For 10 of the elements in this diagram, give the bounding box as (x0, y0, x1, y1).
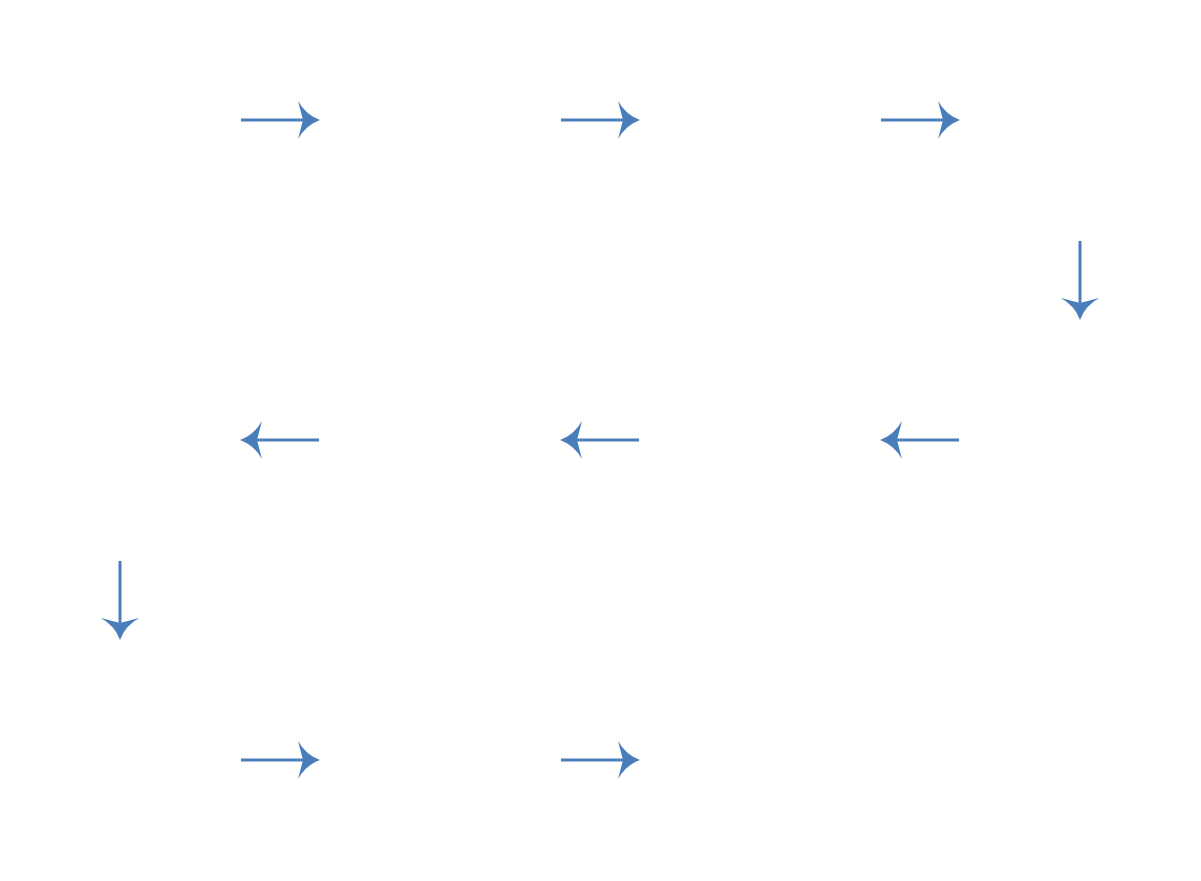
arrow-shape (240, 100, 320, 140)
arrow-shape (240, 740, 320, 780)
arrow-shape (560, 100, 640, 140)
arrow-shape (100, 560, 140, 640)
arrow-shape (1060, 240, 1100, 320)
arrow-shape (560, 420, 640, 460)
arrow-shape (880, 100, 960, 140)
arrow-shape (880, 420, 960, 460)
arrow-shape (240, 420, 320, 460)
arrow-shape (560, 740, 640, 780)
